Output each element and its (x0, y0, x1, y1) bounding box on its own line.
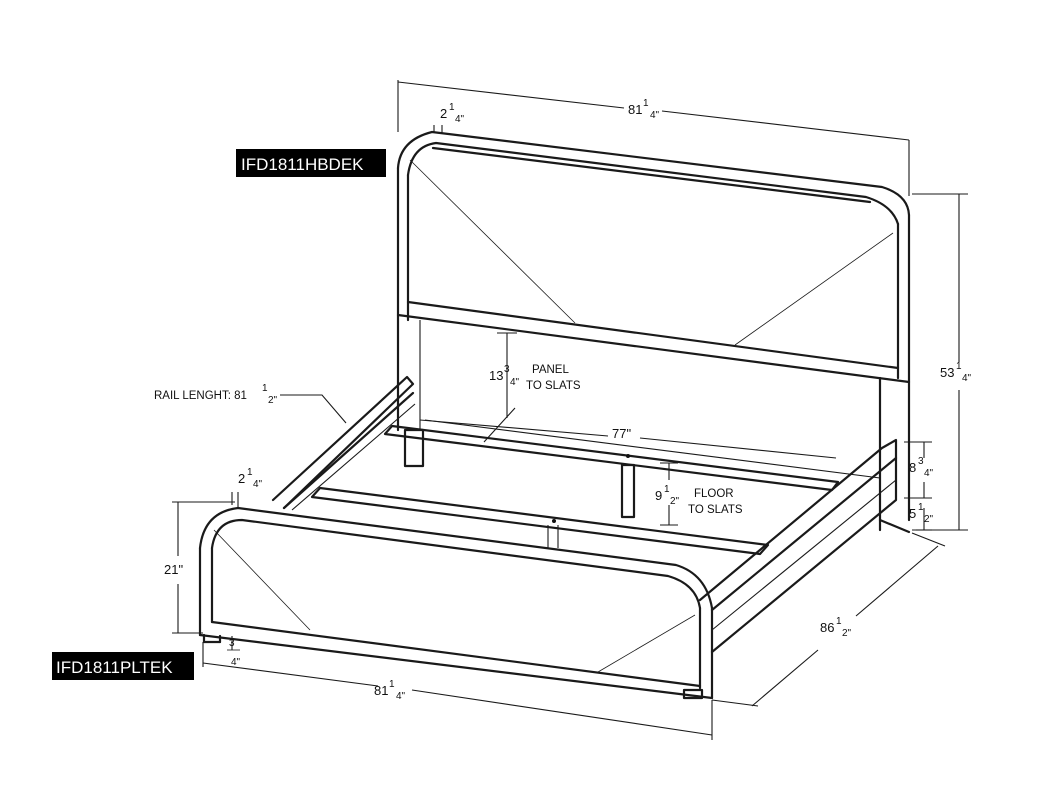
panel-to-slats-whole: 13 (489, 368, 503, 383)
headboard (396, 130, 911, 534)
panel-note-line1: PANEL (532, 364, 569, 376)
overall-length-label: 86 1 2" (820, 616, 852, 639)
fraction-den: 2" (842, 628, 852, 639)
side-rail-height-label: 8 3 4" (909, 456, 934, 479)
rail-thickness-top-label: 2 1 4" (440, 102, 465, 125)
floor-to-slats-whole: 9 (655, 488, 662, 503)
side-rail-clearance-whole: 5 (909, 506, 916, 521)
inner-width-label: 77" (612, 426, 631, 441)
fraction-den: 4" (962, 373, 972, 384)
headboard-height-whole: 53 (940, 365, 954, 380)
fraction-num: 3 (918, 456, 924, 467)
footboard-height-label: 21" (164, 562, 183, 577)
fraction-num: 1 (449, 102, 455, 113)
rail-thickness-top-whole: 2 (440, 106, 447, 121)
fraction-num: 1 (247, 467, 253, 478)
headboard-code-tag: IFD1811HBDEK (236, 149, 386, 177)
floor-note-line1: FLOOR (694, 488, 734, 500)
fraction-den: 4" (396, 691, 406, 702)
slats (310, 419, 881, 556)
floor-note-line2: TO SLATS (688, 504, 743, 516)
footboard-code-tag: IFD1811PLTEK (52, 652, 194, 680)
headboard-width-label: 81 1 4" (628, 98, 660, 121)
fraction-den: 2" (268, 395, 278, 406)
fraction-den: 4" (253, 479, 263, 490)
footboard-width-label: 81 1 4" (374, 679, 406, 702)
fraction-den: 4" (924, 468, 934, 479)
side-rail-clearance-label: 5 1 2" (909, 502, 934, 525)
headboard-height-label: 53 1 4" (940, 361, 972, 384)
fraction-num: 3 (504, 364, 510, 375)
fraction-num: 1 (918, 502, 924, 513)
side-rail-height-whole: 8 (909, 460, 916, 475)
fraction-den: 2" (670, 496, 680, 507)
floor-to-slats-label: 9 1 2" FLOOR TO SLATS (655, 484, 743, 516)
fraction-den: 2" (924, 514, 934, 525)
fraction-num: 1 (664, 484, 670, 495)
footboard-rail-thickness-label: 2 1 4" (238, 467, 263, 490)
footboard (198, 506, 714, 700)
fraction-num: 1 (389, 679, 395, 690)
headboard-width-whole: 81 (628, 102, 642, 117)
fraction-num: 1 (262, 383, 268, 394)
rail-length-label: RAIL LENGHT: 81 1 2" (154, 383, 278, 406)
dimension-lines (172, 80, 968, 740)
fraction-den: 4" (231, 657, 241, 668)
footboard-code: IFD1811PLTEK (56, 658, 173, 677)
side-rails (271, 375, 898, 654)
fraction-den: 4" (650, 110, 660, 121)
footboard-width-whole: 81 (374, 683, 388, 698)
fraction-num: 1 (643, 98, 649, 109)
panel-to-slats-label: 13 3 4" PANEL TO SLATS (489, 364, 581, 392)
fraction-den: 4" (510, 377, 520, 388)
footboard-leg-label: 3 4" (227, 638, 241, 668)
fraction-num: 1 (836, 616, 842, 627)
footboard-rail-thickness-whole: 2 (238, 471, 245, 486)
overall-length-whole: 86 (820, 620, 834, 635)
fraction-num: 1 (956, 361, 962, 372)
footboard-leg-whole: 3 (229, 638, 235, 649)
fraction-den: 4" (455, 114, 465, 125)
rail-length-text: RAIL LENGHT: 81 (154, 390, 247, 402)
panel-note-line2: TO SLATS (526, 380, 581, 392)
headboard-code: IFD1811HBDEK (241, 155, 364, 174)
